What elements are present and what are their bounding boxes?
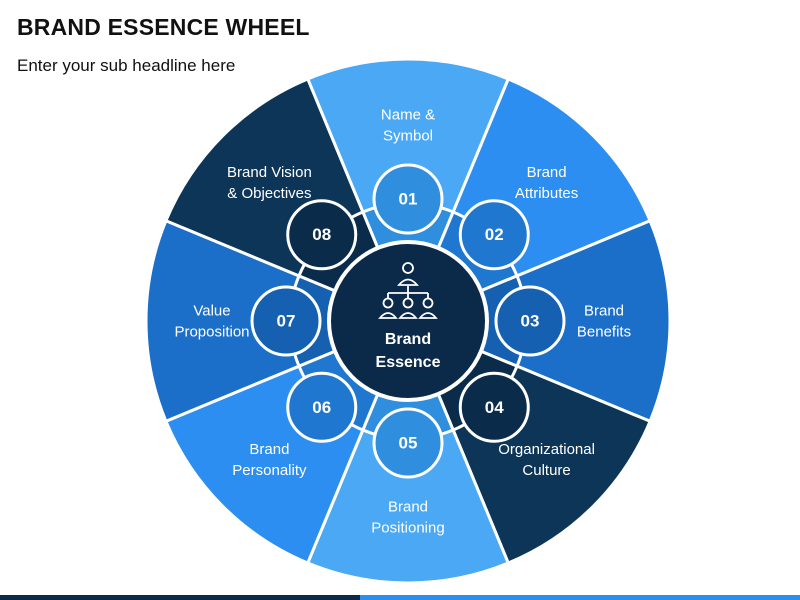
number-bubble-02	[458, 199, 530, 271]
segment-label-04-line2: Culture	[522, 462, 570, 479]
segment-label-03-line2: Benefits	[577, 324, 631, 341]
number-label-03: 03	[521, 312, 540, 331]
number-label-02: 02	[485, 225, 504, 244]
segment-label-07-line2: Proposition	[174, 324, 249, 341]
segment-label-04-line1: Organizational	[498, 441, 595, 458]
number-bubble-06	[286, 371, 358, 443]
segment-label-02-line2: Attributes	[515, 185, 578, 202]
number-bubble-01	[372, 163, 444, 235]
number-label-06: 06	[312, 398, 331, 417]
segment-label-03-line1: Brand	[584, 303, 624, 320]
segment-label-01-line1: Name &	[381, 107, 435, 124]
number-label-05: 05	[399, 434, 418, 453]
center-label-line1: Brand	[385, 331, 431, 348]
segment-label-07-line1: Value	[193, 303, 230, 320]
number-label-07: 07	[277, 312, 296, 331]
bottom-accent-bar	[0, 595, 800, 600]
segment-label-01-line2: Symbol	[383, 128, 433, 145]
number-bubble-05	[372, 407, 444, 479]
number-bubble-07	[250, 285, 322, 357]
number-label-04: 04	[485, 398, 504, 417]
segment-label-02-line1: Brand	[527, 164, 567, 181]
number-label-08: 08	[312, 225, 331, 244]
hierarchy-people-icon	[378, 262, 438, 319]
number-bubble-04	[458, 371, 530, 443]
number-label-01: 01	[399, 190, 418, 209]
number-bubble-03	[494, 285, 566, 357]
segment-label-06-line2: Personality	[232, 462, 307, 479]
center-label-line2: Essence	[376, 354, 441, 371]
page-title: BRAND ESSENCE WHEEL	[17, 14, 310, 40]
number-bubble-08	[286, 199, 358, 271]
page-subtitle: Enter your sub headline here	[17, 56, 236, 75]
center-circle	[327, 240, 489, 402]
segment-label-08-line2: & Objectives	[227, 185, 311, 202]
segment-label-06-line1: Brand	[249, 441, 289, 458]
segment-label-05-line2: Positioning	[371, 520, 444, 537]
segment-label-05-line1: Brand	[388, 499, 428, 516]
segment-label-08-line1: Brand Vision	[227, 164, 312, 181]
